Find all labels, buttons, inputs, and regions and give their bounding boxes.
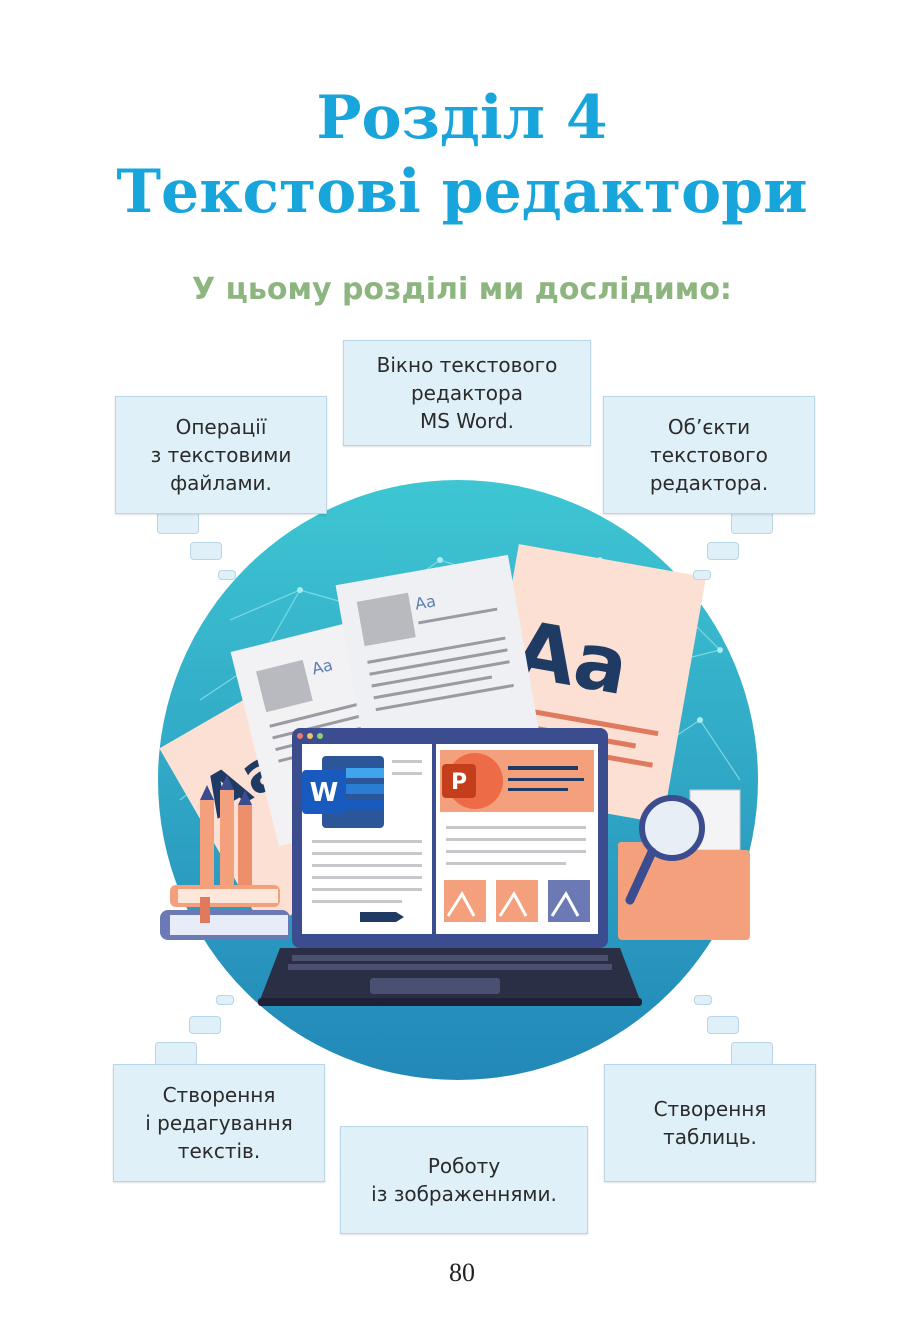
topic-word-window: Вікно текстового редактора MS Word.: [343, 340, 591, 446]
svg-text:Aa: Aa: [310, 655, 335, 678]
bubble-right-top-2: [707, 542, 739, 560]
bubble-right-bottom-2: [707, 1016, 739, 1034]
word-icon: W: [302, 756, 384, 828]
topic-editor-objects: Об’єкти текстового редактора.: [603, 396, 815, 514]
books-icon: [160, 885, 290, 940]
svg-text:Aa: Aa: [413, 591, 437, 613]
topic-working-with-images: Роботу із зображеннями.: [340, 1126, 588, 1234]
powerpoint-icon: P: [442, 753, 503, 809]
magnifier-icon: [625, 795, 705, 905]
pencils-icon: [200, 775, 252, 890]
bubble-left-bottom-1: [216, 995, 234, 1005]
page-number: 80: [449, 1258, 475, 1287]
topic-file-operations: Операції з текстовими файлами.: [115, 396, 327, 514]
bubble-left-top-1: [157, 510, 199, 534]
bubble-left-bottom-3: [155, 1042, 197, 1066]
svg-text:W: W: [310, 778, 339, 808]
chapter-title: Текстові редактори: [116, 157, 808, 227]
bubble-right-top-3: [693, 570, 711, 580]
topic-create-edit-texts: Створення і редагування текстів.: [113, 1064, 325, 1182]
chapter-subtitle: У цьому розділі ми дослідимо:: [192, 272, 732, 307]
svg-text:P: P: [451, 770, 467, 795]
bubble-right-bottom-1: [694, 995, 712, 1005]
bubble-left-top-2: [190, 542, 222, 560]
bubble-left-bottom-2: [189, 1016, 221, 1034]
bubble-left-top-3: [218, 570, 236, 580]
laptop-icon: [258, 728, 642, 1006]
bubble-right-bottom-3: [731, 1042, 773, 1066]
topic-create-tables: Створення таблиць.: [604, 1064, 816, 1182]
chapter-number-title: Розділ 4: [316, 83, 608, 153]
